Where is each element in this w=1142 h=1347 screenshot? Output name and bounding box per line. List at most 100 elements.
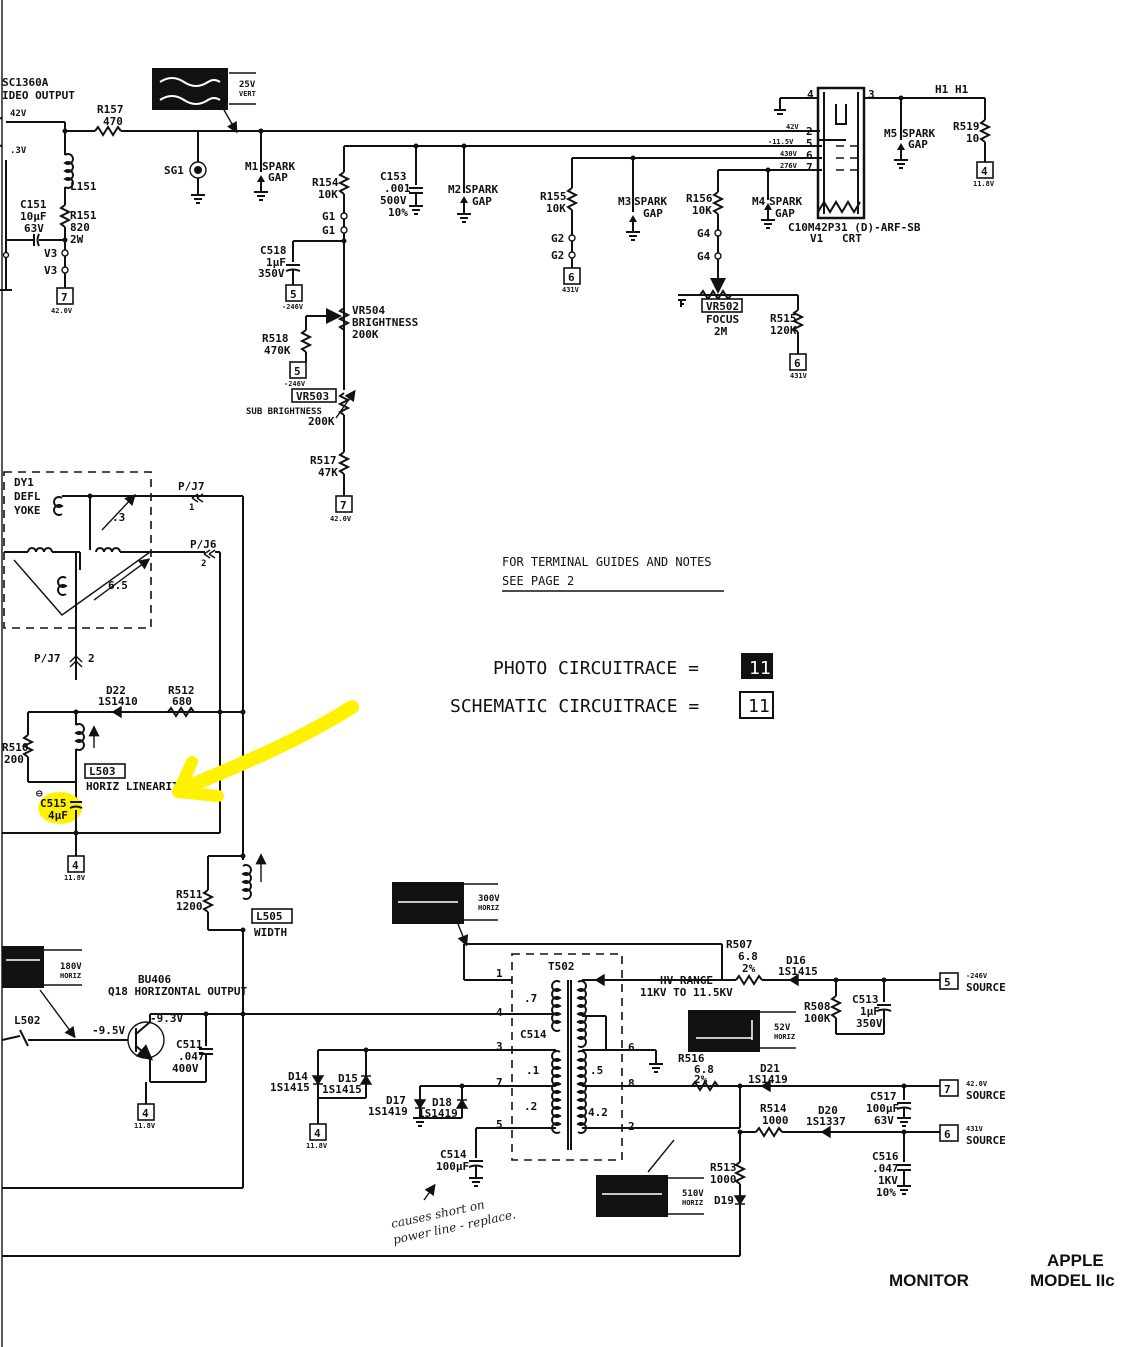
- crt-type: CRT: [842, 232, 862, 245]
- c516-c: 10%: [876, 1186, 896, 1199]
- terminal-4a-v: 11.8V: [973, 180, 995, 188]
- c517-b: 63V: [874, 1114, 894, 1127]
- terminal-4c: 4: [142, 1107, 149, 1120]
- photo-circuitrace-badge: [741, 653, 773, 679]
- c516-a: .047: [872, 1162, 899, 1175]
- pj7-bottom-pin: 2: [88, 652, 95, 665]
- yoke-l1: DEFL: [14, 490, 41, 503]
- vr504-val: 200K: [352, 328, 379, 341]
- source-5: 5: [944, 976, 951, 989]
- d14-ref: D14: [288, 1070, 308, 1083]
- d15-val: 1S1415: [322, 1083, 362, 1096]
- r151-ref: R151: [70, 209, 97, 222]
- c516-b: 1KV: [878, 1174, 898, 1187]
- l151-label: L151: [70, 180, 97, 193]
- vr502-name: FOCUS: [706, 313, 739, 326]
- terminal-4a: 4: [981, 165, 988, 178]
- t502-pin8: 8: [628, 1077, 635, 1090]
- r154-val: 10K: [318, 188, 338, 201]
- r513-resistor: [733, 1161, 747, 1185]
- d15-ref: D15: [338, 1072, 358, 1085]
- q18-vbase: -9.5V: [92, 1024, 125, 1037]
- d16-val: 1S1415: [778, 965, 818, 978]
- r157-ref: R157: [97, 103, 124, 116]
- c511-ref: C511: [176, 1038, 203, 1051]
- l503-label: L503: [89, 765, 116, 778]
- r157-val: 470: [103, 115, 123, 128]
- r154-resistor: [337, 171, 351, 195]
- r510-resistor: [21, 734, 35, 758]
- highlight-c515: [38, 792, 82, 824]
- r508-ref: R508: [804, 1000, 831, 1013]
- m1-spark: SPARK: [262, 160, 295, 173]
- l502-bead: [1, 1029, 29, 1047]
- terminal-5a: 5: [290, 288, 297, 301]
- v3a-label: V3: [44, 247, 57, 260]
- source-6-v: 431V: [966, 1125, 984, 1133]
- terminal-5a-v: -246V: [282, 303, 304, 311]
- m1-ref: M1: [245, 160, 259, 173]
- r513-val: 1000: [710, 1173, 737, 1186]
- terminal-4c-v: 11.8V: [134, 1122, 156, 1130]
- terminal-7b-v: 42.0V: [330, 515, 352, 523]
- c515-ref: C515: [40, 797, 67, 810]
- l151-coil: [63, 153, 74, 189]
- c514-val: 100µF: [436, 1160, 469, 1173]
- v42-label: 42V: [10, 109, 27, 119]
- r519-resistor: [978, 119, 992, 143]
- t502-w5: 4.2: [588, 1106, 608, 1119]
- r519-ref: R519: [953, 120, 980, 133]
- m5-gap: GAP: [908, 138, 928, 151]
- t502-pin6: 6: [628, 1041, 635, 1054]
- crt-v42: 42V: [786, 123, 799, 131]
- footer-monitor: MONITOR: [889, 1271, 969, 1290]
- l505-label: L505: [256, 910, 283, 923]
- scope-25v-desc: VERT: [239, 90, 256, 98]
- m2-ref: M2: [448, 183, 461, 196]
- t502-pin1: 1: [496, 967, 503, 980]
- r517-ref: R517: [310, 454, 337, 467]
- hv-range-val: 11KV TO 11.5KV: [640, 986, 733, 999]
- yoke-l2: YOKE: [14, 504, 41, 517]
- scope-510v-desc: HORIZ: [682, 1199, 703, 1207]
- photo-circuitrace-label: PHOTO CIRCUITRACE =: [493, 658, 699, 679]
- r508-val: 100K: [804, 1012, 831, 1025]
- m1-gap: GAP: [268, 171, 288, 184]
- m5-ref: M5: [884, 127, 897, 140]
- r514-ref: R514: [760, 1102, 787, 1115]
- t502-pin3: 3: [496, 1040, 503, 1053]
- m4-gap: GAP: [775, 207, 795, 220]
- r518-val: 470K: [264, 344, 291, 357]
- r516-ref: R516: [678, 1052, 705, 1065]
- d16-ref: D16: [786, 954, 806, 967]
- scope-300v-label: 300V: [478, 894, 500, 904]
- m4-spark: SPARK: [769, 195, 802, 208]
- t502-primary: [551, 980, 562, 1032]
- t502-w1: .7: [524, 992, 537, 1005]
- v3-label: .3V: [10, 146, 27, 156]
- yoke-val2: 6.5: [108, 579, 128, 592]
- r155-resistor: [565, 187, 579, 211]
- m4-ref: M4: [752, 195, 766, 208]
- crt-pin-5: 5: [806, 137, 813, 150]
- terminal-5b-v: -246V: [284, 380, 306, 388]
- r508-resistor: [829, 995, 843, 1019]
- t502-w2: .1: [526, 1064, 540, 1077]
- crt-v430: 430V: [780, 150, 798, 158]
- crt-pin-6: 6: [806, 149, 813, 162]
- deflection-yoke: DY1 DEFL YOKE .3 6.5 P/J7 1 P/J6 2 P/J7 …: [3, 471, 244, 860]
- r513-ref: R513: [710, 1161, 737, 1174]
- pj7-top-pin: 1: [189, 503, 194, 513]
- d21-val: 1S1419: [748, 1073, 788, 1086]
- c153-c: 10%: [388, 206, 408, 219]
- l505-coil: [241, 864, 252, 900]
- terminal-6b: 6: [794, 357, 801, 370]
- t502-pin5: 5: [496, 1118, 503, 1131]
- m2-gap: GAP: [472, 195, 492, 208]
- m5-spark: SPARK: [902, 127, 935, 140]
- terminal-4b: 4: [72, 859, 79, 872]
- c517-ref: C517: [870, 1090, 897, 1103]
- r155-val: 10K: [546, 202, 566, 215]
- svg-text:⊖: ⊖: [36, 787, 43, 800]
- terminal-5b: 5: [294, 365, 301, 378]
